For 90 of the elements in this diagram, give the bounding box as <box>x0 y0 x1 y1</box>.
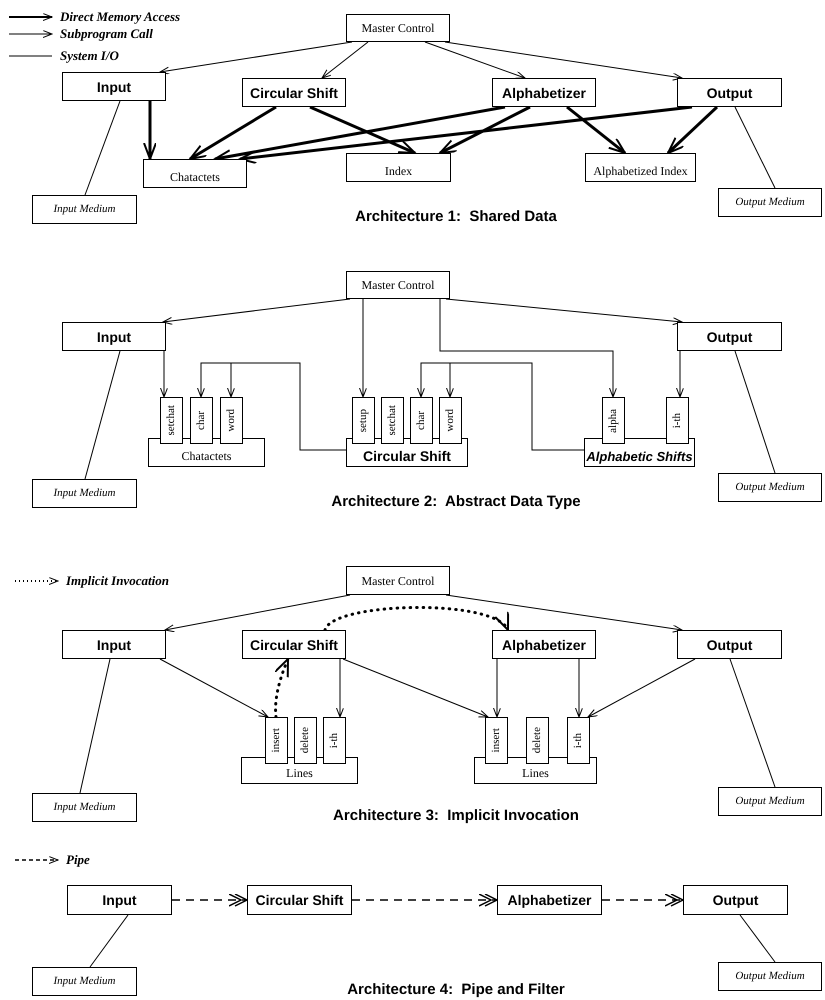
operation-tab: i-th <box>567 717 590 764</box>
arrow <box>446 594 682 633</box>
module-box: Input <box>62 72 166 101</box>
arrow <box>676 350 684 398</box>
arrow <box>575 658 583 718</box>
data-store-box: Index <box>346 153 451 182</box>
arrow <box>493 658 501 718</box>
arrow <box>162 298 350 325</box>
module-box: Output <box>677 78 782 107</box>
data-store-box: Alphabetized Index <box>585 153 696 182</box>
connector-line <box>80 658 110 794</box>
data-store-box: Chatactets <box>143 159 247 188</box>
connector-line <box>730 658 776 788</box>
arrow <box>440 298 617 398</box>
module-box: Input <box>67 885 172 915</box>
legend-text: Implicit Invocation <box>66 572 169 590</box>
arrow <box>588 658 696 718</box>
arrow <box>324 606 510 632</box>
arrow <box>189 106 277 160</box>
module-box: Alphabetizer <box>497 885 602 915</box>
operation-tab: setchat <box>381 397 404 444</box>
module-box: Alphabetizer <box>492 630 596 659</box>
operation-tab: i-th <box>323 717 346 764</box>
module-box: Input <box>62 322 166 351</box>
arrow <box>359 298 367 398</box>
architecture-title: Architecture 2: Abstract Data Type <box>331 492 581 512</box>
legend-text: System I/O <box>60 47 119 65</box>
arrow <box>322 42 368 78</box>
connector-line <box>90 914 128 968</box>
arrow <box>274 658 290 718</box>
module-box: Circular Shift <box>247 885 352 915</box>
arrow <box>160 350 168 398</box>
module-box: Alphabetizer <box>492 78 596 107</box>
architecture-title: Architecture 1: Shared Data <box>355 206 557 227</box>
connector-line <box>84 100 120 196</box>
connector-line <box>740 914 776 962</box>
legend-text: Pipe <box>66 851 90 869</box>
operation-tab: insert <box>265 717 288 764</box>
operation-tab: insert <box>485 717 508 764</box>
arrow <box>227 362 346 450</box>
connector-line <box>734 350 776 474</box>
operation-tab: setchat <box>160 397 183 444</box>
arrow <box>446 298 682 326</box>
medium-box: Input Medium <box>32 967 137 996</box>
operation-tab: char <box>410 397 433 444</box>
arrow <box>164 594 350 632</box>
arrow <box>160 42 352 75</box>
arrow <box>444 42 682 81</box>
module-box: Output <box>677 322 782 351</box>
medium-box: Output Medium <box>718 787 822 816</box>
arrow <box>666 106 718 154</box>
control-box: Master Control <box>346 271 450 299</box>
architecture-title: Architecture 4: Pipe and Filter <box>347 980 565 1000</box>
operation-tab: setup <box>352 397 375 444</box>
operation-tab: alpha <box>602 397 625 444</box>
control-box: Master Control <box>346 566 450 595</box>
operation-tab: delete <box>526 717 549 764</box>
operation-tab: i-th <box>666 397 689 444</box>
legend-text: Direct Memory Access <box>60 8 180 26</box>
medium-box: Output Medium <box>718 473 822 502</box>
module-box: Circular Shift <box>242 78 346 107</box>
operation-tab: word <box>220 397 243 444</box>
module-box: Input <box>62 630 166 659</box>
operation-tab: word <box>439 397 462 444</box>
arrow <box>342 658 488 718</box>
module-box: Output <box>683 885 788 915</box>
module-box: Circular Shift <box>242 630 346 659</box>
medium-box: Output Medium <box>718 962 822 991</box>
arrow <box>439 106 531 154</box>
arrow <box>336 658 344 718</box>
arrow <box>239 106 692 164</box>
arrow <box>309 106 416 154</box>
medium-box: Input Medium <box>32 195 137 224</box>
module-box: Output <box>677 630 782 659</box>
medium-box: Input Medium <box>32 793 137 822</box>
medium-box: Output Medium <box>718 188 822 217</box>
operation-tab: delete <box>294 717 317 764</box>
arrow <box>446 362 584 450</box>
connector-line <box>84 350 120 480</box>
connector-line <box>734 106 776 188</box>
legend-text: Subprogram Call <box>60 25 153 43</box>
arrow <box>160 658 268 718</box>
arrow <box>143 101 157 160</box>
control-box: Master Control <box>346 14 450 42</box>
data-store-box: Alphabetic Shifts <box>584 438 695 467</box>
operation-tab: char <box>190 397 213 444</box>
architecture-title: Architecture 3: Implicit Invocation <box>333 806 579 826</box>
medium-box: Input Medium <box>32 479 137 508</box>
arrow <box>424 42 526 79</box>
arrow <box>566 106 626 154</box>
